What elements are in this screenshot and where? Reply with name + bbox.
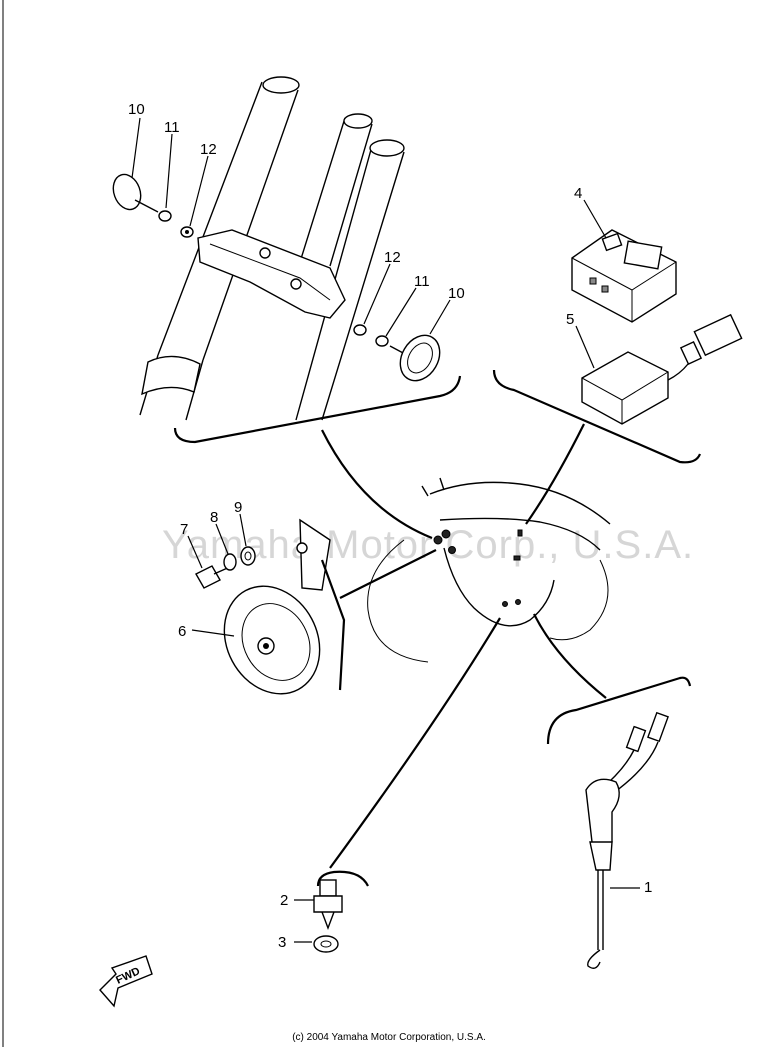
- copyright-notice: (c) 2004 Yamaha Motor Corporation, U.S.A…: [292, 1032, 486, 1043]
- relay-unit-5: [581, 313, 743, 425]
- washer-3: [313, 935, 339, 953]
- callout-4: 4: [574, 185, 582, 202]
- callout-2: 2: [280, 892, 288, 909]
- callout-6: 6: [178, 623, 186, 640]
- arrow-reflector: [321, 429, 433, 540]
- sensor-2: [313, 879, 343, 930]
- reflector-left: [112, 173, 194, 238]
- arrow-relay: [525, 423, 585, 525]
- callout-1: 1: [644, 879, 652, 896]
- horn-6: [223, 518, 331, 695]
- switch-1: [585, 711, 669, 969]
- callout-12-left: 12: [200, 141, 217, 158]
- callout-7: 7: [180, 521, 188, 538]
- callout-5: 5: [566, 311, 574, 328]
- arrow-switch: [533, 613, 607, 699]
- callout-9: 9: [234, 499, 242, 516]
- callout-11-right: 11: [414, 273, 430, 290]
- horn-bolt-washers: [195, 546, 256, 589]
- callout-11-left: 11: [164, 119, 180, 136]
- callout-10-right: 10: [448, 285, 465, 302]
- callout-8: 8: [210, 509, 218, 526]
- callout-12-right: 12: [384, 249, 401, 266]
- fwd-arrow: FWD: [99, 955, 153, 1008]
- reflector-right: [353, 324, 441, 382]
- arrow-sensor: [329, 617, 501, 869]
- callout-10-left: 10: [128, 101, 145, 118]
- callout-3: 3: [278, 934, 286, 951]
- flasher-relay-4: [571, 229, 677, 323]
- front-fork-assembly: [139, 76, 462, 444]
- frame-center: [367, 477, 611, 663]
- arrow-horn: [339, 549, 437, 599]
